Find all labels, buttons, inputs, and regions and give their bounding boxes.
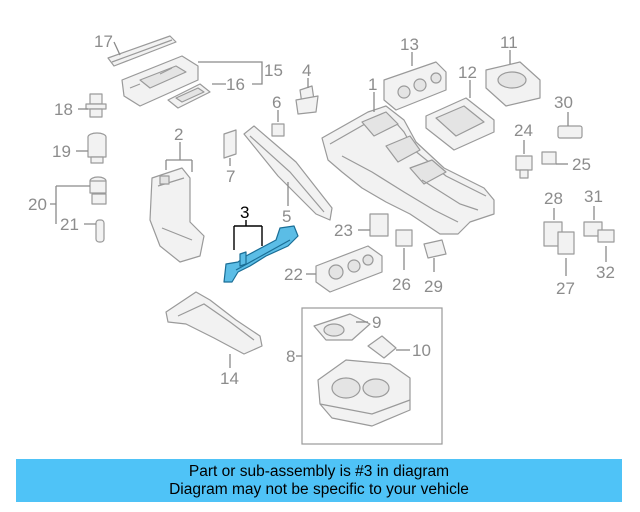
- callout-29: 29: [424, 277, 443, 296]
- callout-32: 32: [596, 263, 615, 282]
- part-28-switch: [543, 208, 575, 276]
- part-22-control-panel: [306, 245, 383, 293]
- part-14-air-duct: [165, 291, 263, 368]
- callout-10: 10: [412, 341, 431, 360]
- callout-5: 5: [282, 207, 291, 226]
- callout-19: 19: [52, 142, 71, 161]
- part-31-switch: [583, 206, 615, 262]
- banner-line-2: Diagram may not be specific to your vehi…: [169, 480, 469, 498]
- callout-23: 23: [334, 221, 353, 240]
- part-25-switch: [541, 151, 568, 165]
- part-13-bezel: [383, 52, 447, 111]
- callout-11: 11: [500, 33, 518, 52]
- callout-31: 31: [584, 187, 603, 206]
- part-19-clip: [76, 132, 107, 164]
- parts-diagram: 17 15 16 18 19 20 21 2 7 6 4 3 5 1 13 12…: [28, 32, 615, 445]
- part-30-switch: [557, 112, 583, 139]
- callout-20: 20: [28, 195, 47, 214]
- callout-25: 25: [572, 155, 591, 174]
- callout-22: 22: [284, 265, 303, 284]
- part-24-switch: [515, 140, 533, 179]
- callout-14: 14: [220, 369, 239, 388]
- part-6-clip: [271, 110, 285, 137]
- callout-26: 26: [392, 275, 411, 294]
- callout-24: 24: [514, 121, 533, 140]
- callout-3-highlighted: 3: [240, 203, 249, 222]
- callout-2: 2: [174, 125, 183, 144]
- callout-21: 21: [60, 215, 79, 234]
- callout-12: 12: [458, 63, 477, 82]
- part-17-trim-strip: [107, 35, 177, 67]
- part-18-clip: [78, 93, 107, 118]
- callout-9: 9: [372, 313, 381, 332]
- banner-line-1: Part or sub-assembly is #3 in diagram: [188, 462, 450, 480]
- callout-7: 7: [226, 167, 235, 186]
- part-3-bracket-highlighted: [223, 220, 299, 283]
- callout-16: 16: [226, 75, 245, 94]
- callout-18: 18: [54, 100, 73, 119]
- part-26-switch: [395, 229, 413, 270]
- callout-17: 17: [94, 32, 113, 51]
- part-8-cupholder-assembly: [296, 307, 443, 445]
- callout-15: 15: [264, 61, 283, 80]
- part-23-switch: [358, 213, 389, 237]
- part-15-bin-assembly: [121, 55, 263, 109]
- part-20-clip-assembly: [50, 176, 107, 243]
- callout-4: 4: [302, 61, 311, 80]
- callout-13: 13: [400, 35, 419, 54]
- part-2-side-panel: [149, 142, 205, 263]
- part-1-center-console: [321, 92, 495, 235]
- part-5-side-trim: [243, 125, 333, 221]
- callout-1: 1: [368, 75, 377, 94]
- callout-6: 6: [272, 93, 281, 112]
- part-12-tray: [425, 80, 495, 151]
- part-7-bracket: [223, 129, 237, 166]
- info-banner: Part or sub-assembly is #3 in diagram Di…: [16, 459, 622, 502]
- part-4-clip: [295, 78, 319, 115]
- part-29-switch: [423, 239, 447, 272]
- callout-27: 27: [556, 279, 575, 298]
- callout-8: 8: [286, 347, 295, 366]
- part-11-shift-boot: [485, 50, 541, 107]
- callout-30: 30: [554, 93, 573, 112]
- callout-28: 28: [544, 189, 563, 208]
